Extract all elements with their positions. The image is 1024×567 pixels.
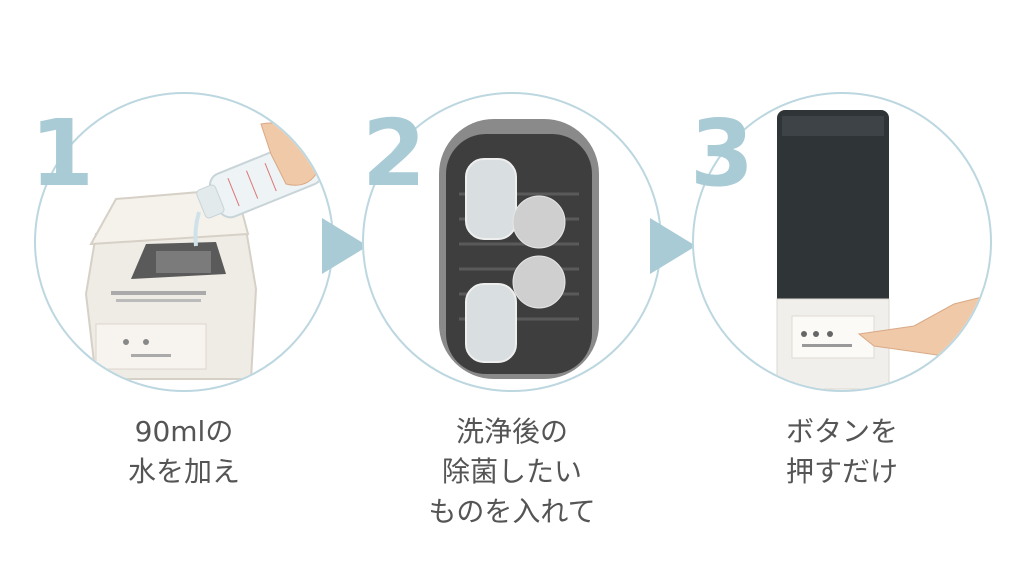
caption-line: ボタンを (785, 415, 898, 448)
step-number: 3 (690, 100, 755, 207)
caption-line: 水を加え (127, 455, 240, 488)
caption-line: 90mlの (134, 415, 234, 448)
step-2-caption: 洗浄後の 除菌したい ものを入れて (392, 412, 632, 532)
caption-line: 押すだけ (785, 455, 898, 488)
arrow-right-icon (650, 218, 696, 274)
caption-line: 洗浄後の (455, 415, 568, 448)
caption-line: ものを入れて (428, 495, 596, 528)
step-2-illustration (362, 92, 662, 392)
arrow-right-icon (322, 218, 368, 274)
step-1-illustration (34, 92, 334, 392)
step-3-caption: ボタンを 押すだけ (722, 412, 962, 492)
step-1-caption: 90mlの 水を加え (64, 412, 304, 492)
caption-line: 除菌したい (441, 455, 582, 488)
step-number: 2 (362, 100, 427, 207)
step-number: 1 (30, 100, 95, 207)
step-3-illustration (692, 92, 992, 392)
